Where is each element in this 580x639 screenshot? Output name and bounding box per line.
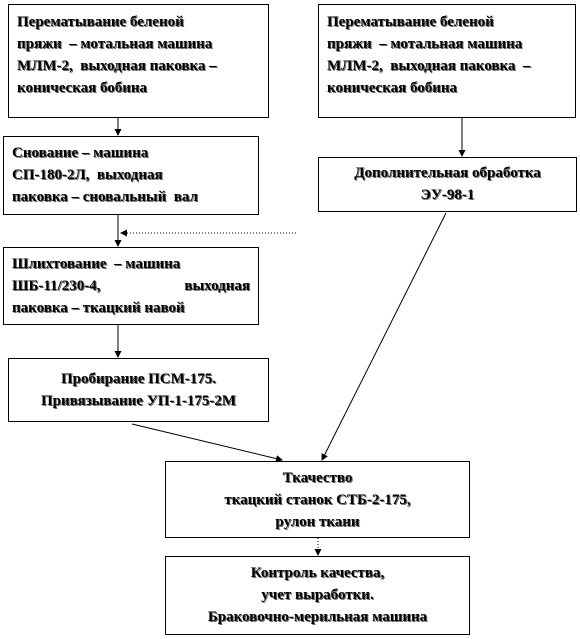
box-line: учет выработки.: [261, 587, 374, 603]
box-line: Перематывание беленой: [17, 14, 184, 30]
box-weaving: Ткачество ткацкий станок СТБ-2-175, руло…: [165, 461, 470, 538]
box-line: Контроль качества,: [250, 565, 385, 581]
box-line: Дополнительная обработка: [354, 165, 541, 181]
box-drawing-in: Пробирание ПСМ-175. Привязывание УП-1-17…: [8, 358, 269, 422]
box-line-part: выходная: [184, 278, 250, 294]
box-line: пряжи – мотальная машина: [327, 36, 523, 52]
box-line: Браковочно-мерильная машина: [207, 609, 428, 625]
box-line: МЛМ-2, выходная паковка –: [17, 58, 217, 74]
box-sizing: Шлихтование – машина ШБ-11/230-4, выходн…: [3, 247, 259, 325]
box-line: Перематывание беленой: [327, 14, 494, 30]
box-line: паковка – ткацкий навой: [12, 300, 185, 316]
box-line: Привязывание УП-1-175-2М: [40, 393, 237, 409]
box-line: ЭУ-98-1: [420, 187, 475, 203]
box-rewind-right: Перематывание беленой пряжи – мотальная …: [318, 4, 576, 118]
box-line: рулон ткани: [275, 514, 360, 530]
box-line: пряжи – мотальная машина: [17, 36, 213, 52]
box-extra-treatment: Дополнительная обработка ЭУ-98-1: [318, 157, 577, 212]
box-rewind-left: Перематывание беленой пряжи – мотальная …: [8, 4, 269, 118]
box-line: МЛМ-2, выходная паковка –: [327, 58, 531, 74]
arrow-drawing-in-to-weaving: [131, 423, 283, 463]
box-line: Снование – машина: [12, 145, 149, 161]
box-line: Ткачество: [282, 470, 353, 486]
box-line: коническая бобина: [327, 80, 458, 96]
box-line: СП-180-2Л, выходная: [12, 167, 163, 183]
box-line-justified: ШБ-11/230-4, выходная: [12, 275, 250, 297]
box-line: паковка – сновальный вал: [12, 189, 198, 205]
box-quality: Контроль качества, учет выработки. Брако…: [165, 556, 470, 635]
box-line-part: ШБ-11/230-4,: [12, 278, 101, 294]
box-warping: Снование – машина СП-180-2Л, выходная па…: [3, 136, 259, 215]
arrow-treatment-to-weaving: [321, 212, 447, 461]
box-line: Пробирание ПСМ-175.: [60, 371, 217, 387]
box-line: ткацкий станок СТБ-2-175,: [224, 492, 411, 508]
box-line: Шлихтование – машина: [12, 256, 181, 272]
box-line: коническая бобина: [17, 80, 148, 96]
